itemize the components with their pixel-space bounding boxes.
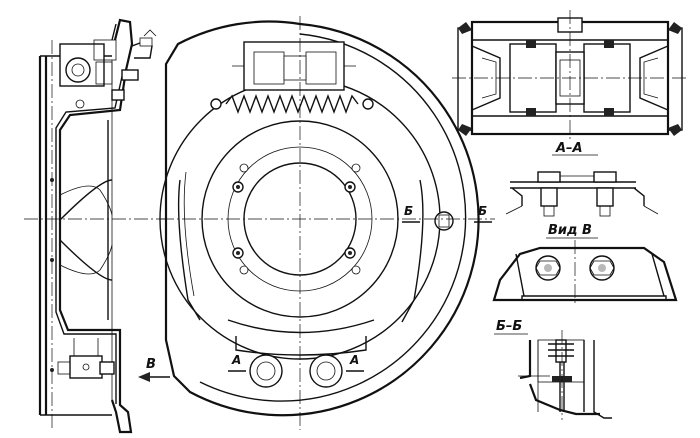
arrow-v-label: В — [146, 357, 156, 372]
view-v-nut-left — [535, 255, 561, 281]
hub-bolt — [232, 181, 244, 193]
hub-bolt — [344, 247, 356, 259]
return-spring — [210, 94, 374, 114]
cut-a-left-label: А — [231, 353, 241, 367]
cut-a-right-label: А — [349, 353, 359, 367]
side-section-view — [24, 18, 165, 434]
view-v: Вид В — [492, 223, 678, 306]
wheel-cylinder-top — [232, 41, 356, 91]
section-b-b-view: Б–Б — [494, 319, 612, 420]
section-a-label: А–А — [555, 141, 583, 156]
bolt-detail-strip — [505, 171, 659, 217]
cut-b-left-label: Б — [404, 204, 413, 218]
hub-bolt — [344, 181, 356, 193]
backing-plate-front-view: А А Б Б — [159, 16, 495, 430]
cut-b-right-label: Б — [478, 204, 487, 218]
view-v-nut-right — [589, 255, 615, 281]
anchor-pin-left — [249, 354, 283, 388]
view-v-label: Вид В — [548, 223, 592, 238]
section-a-a-view: А–А — [452, 10, 688, 156]
view-arrow-v: В — [138, 357, 170, 382]
hub-bolt — [232, 247, 244, 259]
anchor-pin-right — [309, 354, 343, 388]
adjuster-eccentric — [434, 211, 454, 231]
section-b-label: Б–Б — [496, 319, 522, 334]
